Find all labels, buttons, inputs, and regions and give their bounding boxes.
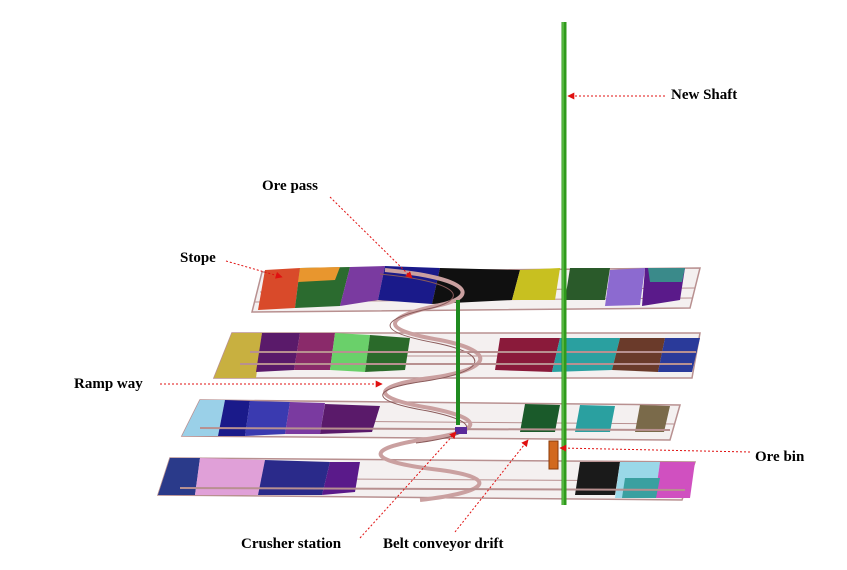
drifts	[179, 351, 696, 491]
ore-bin	[548, 440, 559, 470]
level-3	[180, 399, 681, 441]
stope-block	[365, 335, 410, 372]
ramp-way-label: Ramp way	[74, 376, 143, 392]
new-shaft	[561, 22, 567, 505]
leader-lines	[160, 92, 751, 539]
stope-block	[258, 460, 330, 495]
crusher-station	[455, 427, 467, 434]
belt-conveyor-drift-leader	[454, 439, 529, 533]
stope-block	[258, 268, 300, 310]
stope-block	[565, 268, 610, 300]
crusher-station-label: Crusher station	[241, 536, 342, 552]
stope-block	[218, 400, 250, 436]
stope-block	[340, 266, 385, 306]
stope-block	[575, 462, 620, 495]
stope-block	[655, 462, 695, 498]
stope-block	[322, 462, 360, 495]
stope-block	[195, 458, 265, 495]
stope-block	[182, 400, 225, 436]
belt-conveyor-drift-label: Belt conveyor drift	[383, 536, 504, 552]
ore-pass-leader	[329, 196, 413, 279]
stope-label: Stope	[180, 250, 216, 266]
ore-bin-label: Ore bin	[755, 449, 805, 465]
ore-bin-leader	[559, 444, 751, 453]
stope-block	[285, 402, 325, 434]
stope-block	[245, 401, 290, 436]
stope-block	[320, 404, 380, 434]
stope-block	[214, 333, 262, 378]
stope-block	[158, 458, 200, 495]
level-1	[251, 266, 701, 313]
stope-block	[432, 268, 520, 304]
level-4	[156, 457, 697, 501]
ore-pass-label: Ore pass	[262, 178, 318, 194]
stope-block	[635, 405, 670, 432]
stope-block	[648, 268, 685, 282]
stope-leader	[225, 260, 283, 279]
stope-block	[512, 268, 560, 300]
stope-block	[298, 267, 340, 282]
stope-block	[612, 338, 665, 372]
stope-block	[520, 404, 560, 432]
stope-block	[622, 478, 660, 498]
stope-block	[575, 405, 615, 432]
stope-block	[605, 268, 645, 306]
stope-block	[495, 338, 560, 372]
new-shaft-label: New Shaft	[671, 87, 738, 103]
